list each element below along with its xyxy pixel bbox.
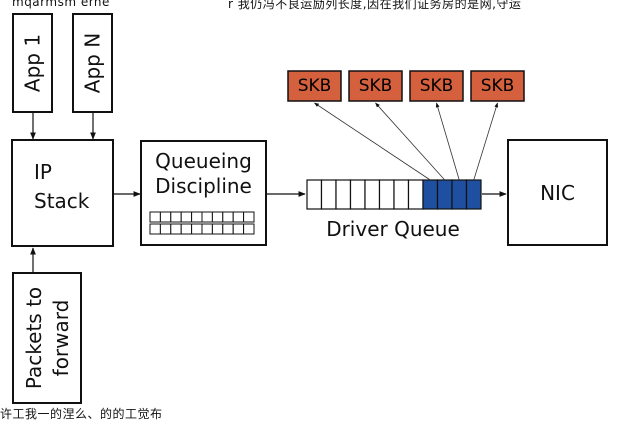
qdisc-queue-cell [232, 211, 245, 223]
qdisc-queue-cell [211, 211, 224, 223]
qdisc-queue-cell [243, 223, 255, 235]
skb-label: SKB [420, 76, 454, 96]
qdisc-queue-cell [149, 211, 161, 223]
qdisc-label-line1: Queueing [155, 149, 252, 173]
bottom-cropped-text: 许工我一的涅么、的的工觉布 [0, 407, 163, 421]
qdisc-queue-cell [201, 223, 213, 235]
skb-box [470, 70, 525, 102]
nic-label: NIC [540, 181, 575, 205]
qdisc-queue-cell [222, 223, 234, 235]
packets-label-line1: Packets to [22, 287, 46, 389]
qdisc-queue-cell [149, 223, 161, 235]
qdisc-queue-cell [170, 223, 182, 235]
skb-label: SKB [298, 76, 332, 96]
qdisc-queue-cell [180, 211, 193, 223]
driver-queue-slot-empty [349, 179, 366, 210]
driver-queue-slot-filled [451, 179, 468, 210]
top-cropped-text-left: mqarmsm erne [12, 0, 110, 9]
qdisc-queue-cell [191, 211, 203, 223]
app-1-label: App 1 [21, 34, 45, 92]
packets-label-line2: forward [49, 300, 73, 377]
driver-queue-slot-empty [378, 179, 395, 210]
driver-queue-label: Driver Queue [326, 217, 460, 241]
qdisc-queue-cell [232, 223, 245, 235]
qdisc-queue-cell [180, 223, 193, 235]
qdisc-label-line2: Discipline [155, 174, 252, 198]
qdisc-queue-cell [170, 211, 182, 223]
driver-queue-slot-empty [306, 179, 323, 210]
app-n-box: App N [72, 13, 113, 113]
qdisc-queue-cell [159, 223, 172, 235]
ip-stack-box: IP Stack [11, 139, 114, 247]
queueing-discipline-box: Queueing Discipline [140, 140, 267, 246]
app-1-box: App 1 [12, 13, 53, 113]
top-cropped-text-right: r 我仍冯不良运励列长度,因在我们证务房的是网,守运 [228, 0, 522, 11]
nic-box: NIC [507, 139, 608, 246]
skb-pointer-arrows [314, 102, 499, 181]
skb-pointer-arrow [435, 102, 460, 181]
skb-label: SKB [359, 76, 393, 96]
driver-queue-ring [306, 179, 482, 210]
app-n-label: App N [81, 33, 105, 93]
qdisc-queue-cell [222, 211, 234, 223]
packets-to-forward-box: Packets to forward [12, 272, 82, 404]
qdisc-queue-cell [159, 211, 172, 223]
driver-queue-slot-filled [465, 179, 482, 210]
driver-queue-slot-empty [320, 179, 337, 210]
driver-queue-slot-empty [364, 179, 381, 210]
skb-label: SKB [481, 76, 515, 96]
qdisc-queue-cell [201, 211, 213, 223]
driver-queue-slot-empty [393, 179, 410, 210]
skb-pointer-arrow [314, 102, 431, 181]
ip-stack-label-line2: Stack [34, 189, 90, 213]
qdisc-queue-cell [243, 211, 255, 223]
driver-queue-slot-empty [335, 179, 352, 210]
skb-box [348, 70, 403, 102]
ip-stack-label-line1: IP [34, 160, 52, 184]
skb-pointer-arrow [375, 102, 446, 181]
driver-queue-slot-filled [422, 179, 439, 210]
skb-buffers: SKB SKB SKB SKB [287, 70, 525, 102]
skb-box [409, 70, 464, 102]
qdisc-queue-cell [211, 223, 224, 235]
driver-queue-slot-empty [407, 179, 424, 210]
qdisc-queue-cell [191, 223, 203, 235]
driver-queue-slot-filled [436, 179, 453, 210]
skb-box [287, 70, 342, 102]
skb-pointer-arrow [473, 102, 499, 181]
qdisc-internal-queues [149, 211, 255, 235]
